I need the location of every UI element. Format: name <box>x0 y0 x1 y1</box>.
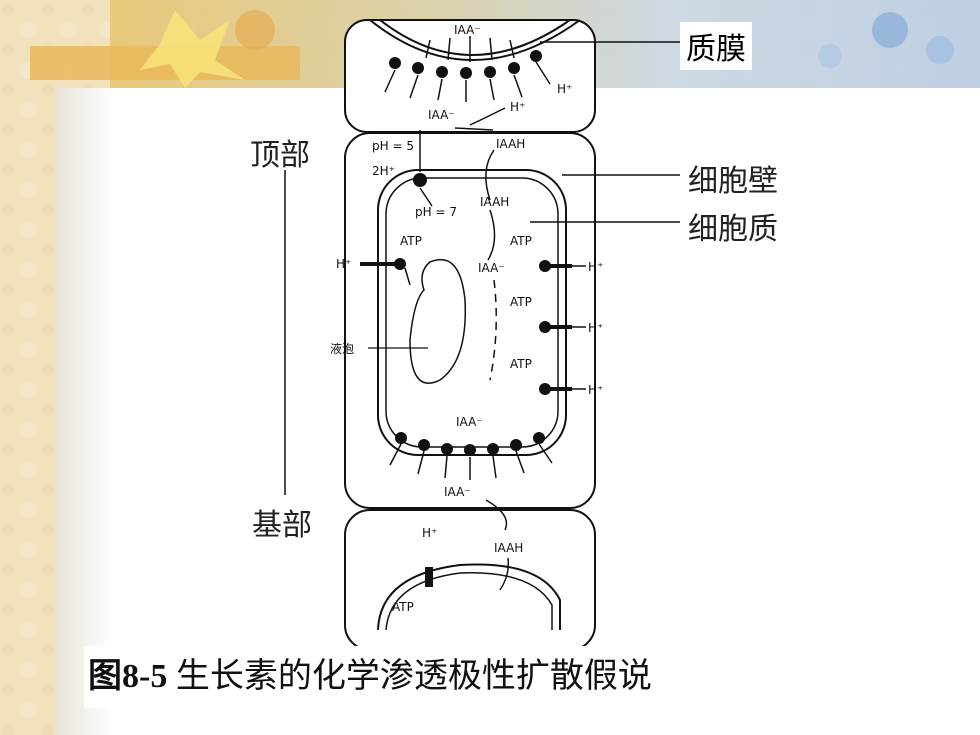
svg-text:IAAH: IAAH <box>494 541 523 555</box>
svg-text:ATP: ATP <box>510 357 532 371</box>
svg-text:pH = 5: pH = 5 <box>372 139 414 153</box>
iaa-top-label: IAA⁻ <box>454 23 481 37</box>
svg-text:2H⁺: 2H⁺ <box>372 164 395 178</box>
svg-text:IAAH: IAAH <box>480 195 509 209</box>
svg-text:H⁺: H⁺ <box>557 82 572 96</box>
svg-text:ATP: ATP <box>400 234 422 248</box>
svg-text:pH = 7: pH = 7 <box>415 205 457 219</box>
svg-text:IAA⁻: IAA⁻ <box>444 485 471 499</box>
cytoplasm-label: 细胞质 <box>688 212 778 247</box>
svg-text:H⁺: H⁺ <box>588 383 603 397</box>
svg-text:H⁺: H⁺ <box>588 260 603 274</box>
caption-text: 生长素的化学渗透极性扩散假说 <box>167 658 652 695</box>
svg-text:IAA⁻: IAA⁻ <box>428 108 455 122</box>
svg-text:ATP: ATP <box>510 295 532 309</box>
svg-text:H⁺: H⁺ <box>510 100 525 114</box>
svg-text:IAA⁻: IAA⁻ <box>478 261 505 275</box>
svg-text:H⁺: H⁺ <box>336 257 351 271</box>
svg-text:H⁺: H⁺ <box>588 321 603 335</box>
svg-text:ATP: ATP <box>510 234 532 248</box>
svg-text:H⁺: H⁺ <box>422 526 437 540</box>
svg-text:IAA⁻: IAA⁻ <box>456 415 483 429</box>
base-label: 基部 <box>252 508 312 543</box>
caption-figure-number: 图8-5 <box>88 658 168 695</box>
svg-text:ATP: ATP <box>392 600 414 614</box>
vacuole-label: 液泡 <box>330 341 354 356</box>
plasma-membrane-tag: 质膜 <box>680 22 752 70</box>
figure-caption: 图8-5 生长素的化学渗透极性扩散假说 <box>84 646 814 708</box>
cell-wall-label: 细胞壁 <box>688 164 778 199</box>
svg-text:IAAH: IAAH <box>496 137 525 151</box>
apex-label: 顶部 <box>250 138 310 173</box>
plasma-membrane-label: 质膜 <box>686 32 746 67</box>
